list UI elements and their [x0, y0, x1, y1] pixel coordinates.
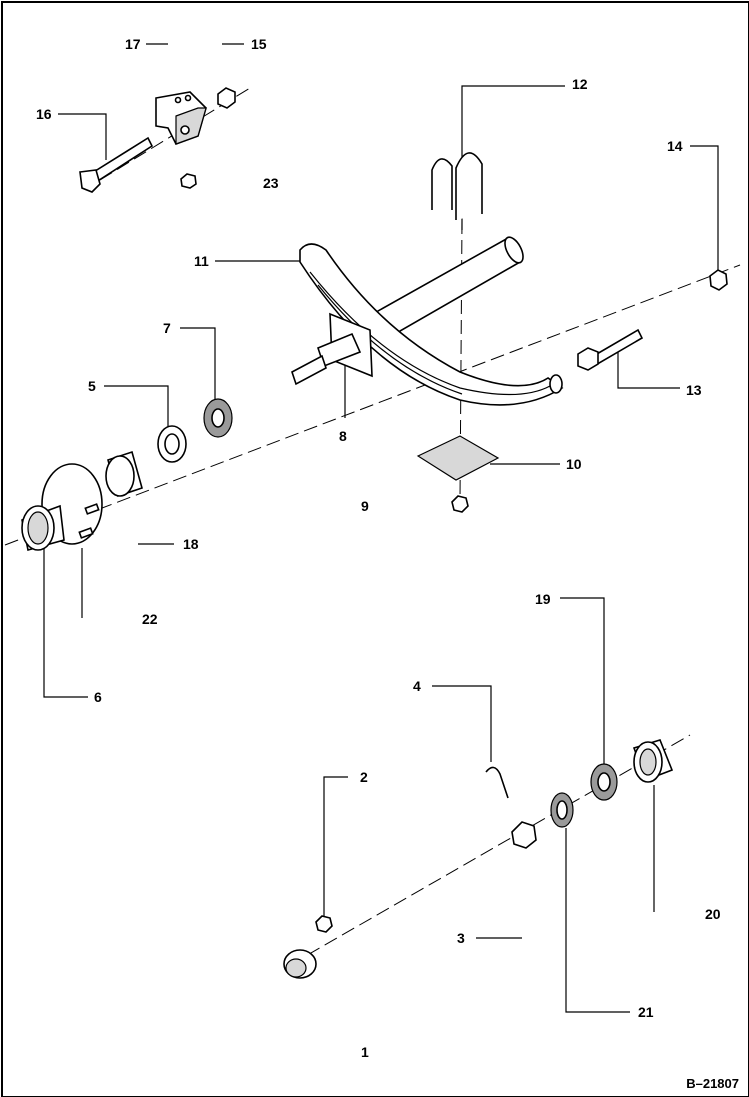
callout-21: 21 [638, 1004, 654, 1020]
hub-part [21, 463, 103, 552]
callout-10: 10 [566, 456, 582, 472]
callout-12: 12 [572, 76, 588, 92]
callout-14: 14 [667, 138, 683, 154]
callout-19: 19 [535, 591, 551, 607]
callout-15: 15 [251, 36, 267, 52]
u-bolt-part [431, 152, 483, 220]
shackle-bolt-part [79, 136, 154, 193]
shackle-nut-part [217, 87, 236, 109]
leader-13 [617, 352, 680, 389]
lower-assembly-axis [289, 734, 691, 966]
spring-nut-part [709, 269, 728, 291]
callout-2: 2 [360, 769, 368, 785]
castle-nut-part [511, 821, 537, 849]
shackle-part [155, 91, 207, 145]
upper-assembly-axis [4, 264, 741, 546]
washer-part [550, 792, 574, 828]
seal-part [157, 425, 187, 463]
callout-22: 22 [142, 611, 158, 627]
hub-cap-part [283, 949, 317, 979]
cotter-pin-part [485, 766, 509, 799]
callout-23: 23 [263, 175, 279, 191]
bearing-part [203, 398, 233, 438]
callout-1: 1 [361, 1044, 369, 1060]
leader-21 [565, 828, 630, 1013]
callout-6: 6 [94, 689, 102, 705]
leader-5 [104, 385, 169, 428]
spring-bolt-head [577, 347, 599, 371]
callout-17: 17 [125, 36, 141, 52]
leader-14 [690, 145, 719, 270]
castle-nut-lower-part [315, 915, 333, 933]
spindle-flange-part [291, 312, 373, 386]
outer-bearing-part [590, 763, 618, 801]
document-id: B–21807 [686, 1076, 739, 1091]
callout-20: 20 [705, 906, 721, 922]
lock-nut-part [180, 173, 197, 189]
plate-nut-part [451, 495, 469, 513]
leader-4 [432, 685, 492, 762]
leader-2 [323, 776, 348, 918]
leader-19 [560, 597, 605, 765]
leader-7 [180, 327, 216, 400]
callout-13: 13 [686, 382, 702, 398]
callout-7: 7 [163, 320, 171, 336]
leader-6 [43, 548, 88, 698]
axle-plate-part [416, 435, 500, 481]
leader-16 [58, 113, 107, 160]
callout-18: 18 [183, 536, 199, 552]
callout-16: 16 [36, 106, 52, 122]
callout-11: 11 [194, 253, 209, 269]
callout-3: 3 [457, 930, 465, 946]
callout-4: 4 [413, 678, 421, 694]
bearing-race-part [105, 450, 143, 498]
callout-9: 9 [361, 498, 369, 514]
callout-8: 8 [339, 428, 347, 444]
callout-5: 5 [88, 378, 96, 394]
outer-race-part [632, 739, 674, 783]
